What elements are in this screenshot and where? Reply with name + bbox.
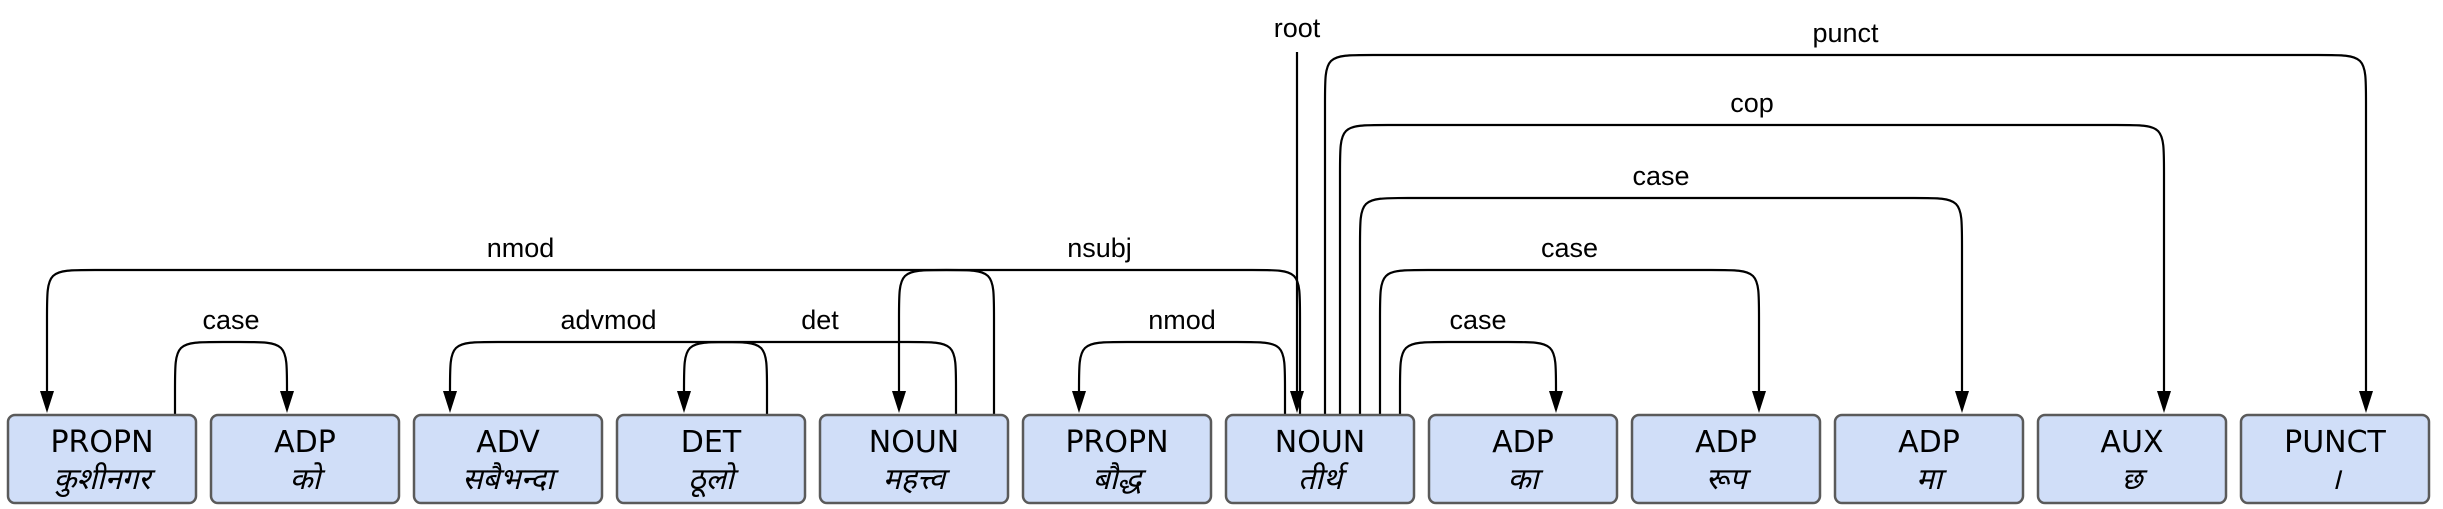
token-row: PROPNकुशीनगरADPकोADVसबैभन्दाDETठूलोNOUNम…: [6, 413, 2431, 505]
token-word: का: [1508, 462, 1544, 497]
dependency-label: advmod: [560, 305, 656, 335]
root-label: root: [1274, 13, 1321, 43]
token-pos-tag: DET: [681, 425, 742, 460]
token-word: को: [290, 462, 326, 497]
token-pos-tag: ADP: [1695, 425, 1757, 460]
dependency-label: punct: [1812, 18, 1879, 48]
dependency-arc: [1378, 268, 1761, 415]
dependency-label: case: [1449, 305, 1506, 335]
token-pos-tag: ADP: [1492, 425, 1554, 460]
dependency-arcs: case nmod advmod det nsubj nmod case case case co…: [40, 13, 2373, 415]
dependency-label: case: [202, 305, 259, 335]
token-pos-tag: ADV: [476, 425, 540, 460]
token-pos-tag: AUX: [2100, 425, 2163, 460]
token-pos-tag: PUNCT: [2284, 425, 2386, 460]
token-box: PUNCT।: [2239, 413, 2431, 505]
token-rect: [6, 413, 198, 505]
arrowhead-icon: [2157, 391, 2171, 413]
dependency-arc: [1323, 53, 2368, 415]
dependency-arc: [1398, 340, 1558, 415]
arrowhead-icon: [2359, 391, 2373, 413]
dependency-arc: [45, 268, 996, 415]
token-word: रूप: [1706, 462, 1752, 497]
token-word: ।: [2329, 462, 2342, 497]
token-rect: [1427, 413, 1619, 505]
arrowhead-icon: [892, 391, 906, 413]
token-pos-tag: NOUN: [1275, 425, 1365, 460]
arrowhead-icon: [1290, 391, 1304, 413]
arrowhead-icon: [1072, 391, 1086, 413]
arrowhead-icon: [40, 391, 54, 413]
token-word: तीर्थ: [1298, 462, 1349, 497]
token-rect: [2239, 413, 2431, 505]
arrowhead-icon: [1752, 391, 1766, 413]
token-word: सबैभन्दा: [462, 462, 559, 497]
token-pos-tag: NOUN: [869, 425, 959, 460]
dependency-label: case: [1632, 161, 1689, 191]
dependency-label: nmod: [487, 233, 555, 263]
token-word: ठूलो: [688, 462, 739, 498]
token-rect: [615, 413, 807, 505]
dependency-arc: [173, 340, 289, 415]
dependency-arc: [1358, 196, 1964, 415]
dependency-arc: [897, 268, 1302, 415]
arrowhead-icon: [1955, 391, 1969, 413]
dependency-arc: [1338, 123, 2166, 415]
dependency-label: nsubj: [1067, 233, 1132, 263]
arrowhead-icon: [677, 391, 691, 413]
token-word: कुशीनगर: [53, 462, 156, 498]
token-pos-tag: ADP: [274, 425, 336, 460]
dependency-arc: [1077, 340, 1287, 415]
token-rect: [2036, 413, 2228, 505]
token-rect: [1630, 413, 1822, 505]
dependency-label: det: [801, 305, 839, 335]
dependency-arc: [448, 340, 769, 415]
token-pos-tag: ADP: [1898, 425, 1960, 460]
arrowhead-icon: [443, 391, 457, 413]
arrowhead-icon: [1549, 391, 1563, 413]
arrowhead-icon: [280, 391, 294, 413]
token-pos-tag: PROPN: [50, 425, 153, 460]
token-rect: [209, 413, 401, 505]
token-rect: [818, 413, 1010, 505]
token-word: महत्त्व: [883, 462, 950, 497]
token-rect: [412, 413, 604, 505]
dependency-label: nmod: [1148, 305, 1216, 335]
dependency-arc: [682, 340, 958, 415]
token-rect: [1224, 413, 1416, 505]
token-rect: [1833, 413, 2025, 505]
token-pos-tag: PROPN: [1065, 425, 1168, 460]
dependency-label: case: [1541, 233, 1598, 263]
token-rect: [1021, 413, 1213, 505]
dependency-label: cop: [1730, 88, 1774, 118]
token-word: बौद्ध: [1093, 462, 1147, 497]
